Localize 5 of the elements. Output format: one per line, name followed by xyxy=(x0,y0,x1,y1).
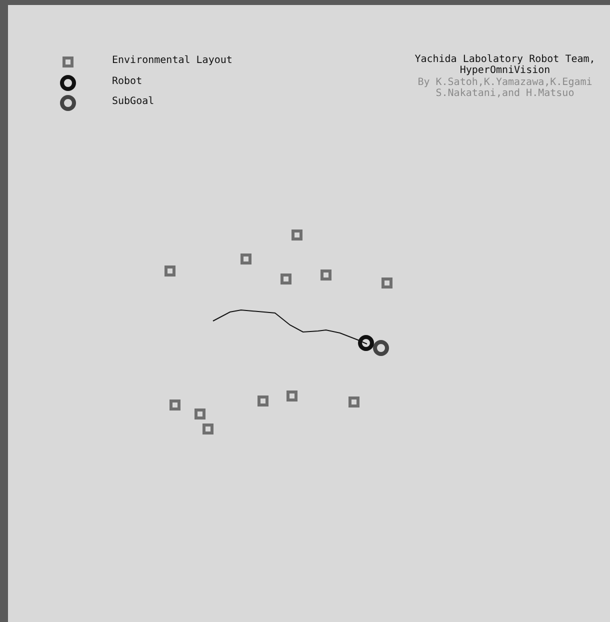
legend-label: Robot xyxy=(112,76,142,87)
author-credits: By K.Satoh,K.Yamazawa,K.Egami S.Nakatani,and H.Matsuo xyxy=(416,77,594,99)
legend-label: SubGoal xyxy=(112,96,154,107)
team-title: Yachida Labolatory Robot Team, HyperOmniVision xyxy=(414,54,596,76)
legend-label: Environmental Layout xyxy=(112,55,232,66)
